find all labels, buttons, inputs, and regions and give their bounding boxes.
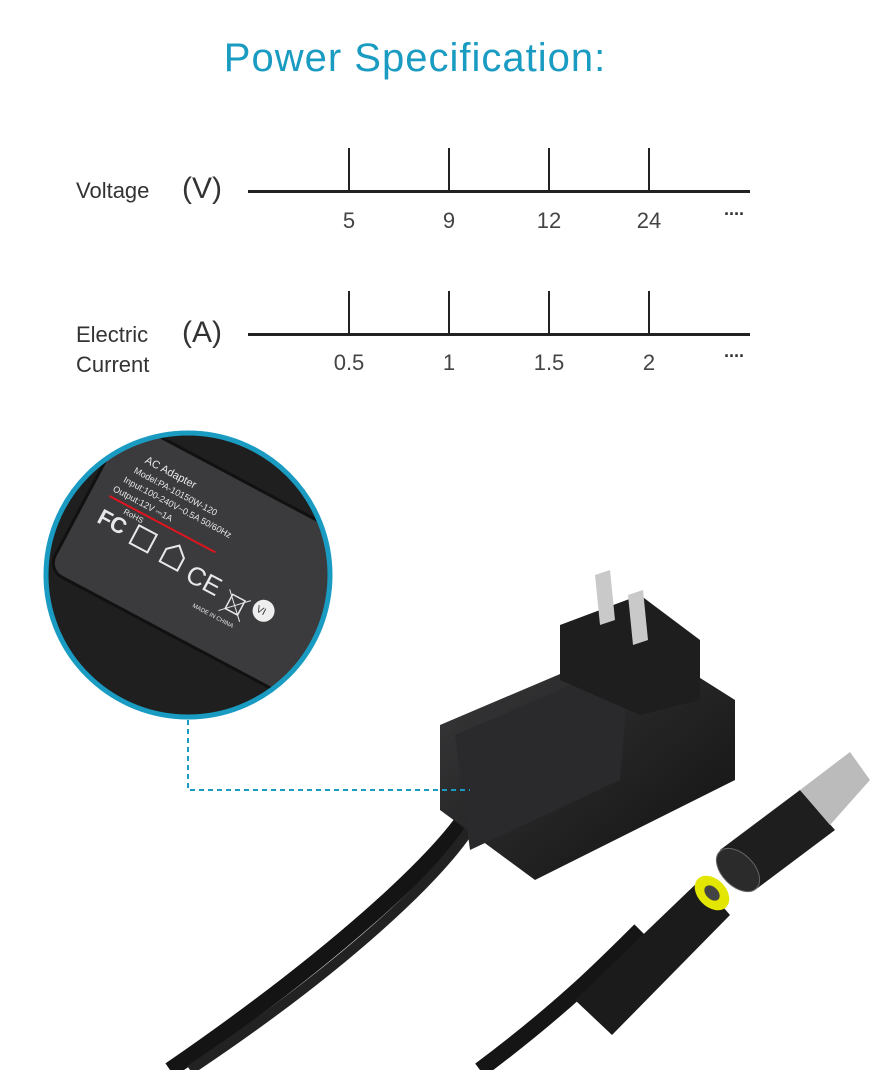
current-tick bbox=[648, 291, 650, 335]
voltage-tick bbox=[548, 148, 550, 192]
plug-base bbox=[560, 595, 700, 715]
current-tick-label: 0.5 bbox=[333, 350, 365, 375]
voltage-tick-label: 5 bbox=[342, 208, 356, 233]
voltage-tick-label: 24 bbox=[636, 208, 662, 233]
dc-plug bbox=[575, 875, 730, 1035]
current-label-line1: Electric bbox=[76, 322, 149, 347]
power-cable bbox=[165, 805, 646, 1070]
prong-left bbox=[595, 570, 615, 625]
current-tick bbox=[548, 291, 550, 335]
callout-line bbox=[187, 720, 470, 791]
double-insulation-icon bbox=[128, 524, 159, 554]
voltage-tick-label: 12 bbox=[536, 208, 562, 233]
voltage-tick bbox=[448, 148, 450, 192]
indoor-use-icon bbox=[158, 544, 186, 572]
current-unit: (A) bbox=[182, 316, 222, 349]
current-tick bbox=[348, 291, 350, 335]
voltage-unit: (V) bbox=[182, 172, 222, 205]
efficiency-level-badge bbox=[252, 599, 275, 622]
current-tick-label: 1.5 bbox=[533, 350, 565, 375]
voltage-tick-label: 9 bbox=[442, 208, 456, 233]
dc-connector bbox=[715, 752, 870, 893]
voltage-label: Voltage bbox=[76, 178, 150, 203]
weee-bin-icon bbox=[218, 589, 252, 622]
page-title: Power Specification: bbox=[223, 36, 607, 80]
voltage-tick bbox=[348, 148, 350, 192]
prong-right bbox=[628, 590, 648, 645]
efficiency-level-text: VI bbox=[254, 604, 268, 618]
adapter-body bbox=[440, 570, 735, 880]
voltage-tick bbox=[648, 148, 650, 192]
current-tick-label: 2 bbox=[642, 350, 656, 375]
current-tick-label: 1 bbox=[442, 350, 456, 375]
voltage-axis bbox=[248, 190, 750, 193]
highlight-underline bbox=[108, 495, 216, 554]
current-axis bbox=[248, 333, 750, 336]
current-more: ···· bbox=[724, 346, 745, 366]
current-label-line2: Current bbox=[76, 352, 150, 377]
label-zoom-circle: AC Adapter Model:PA-10150W-120 Input:100… bbox=[43, 430, 333, 720]
voltage-more: ···· bbox=[724, 204, 745, 224]
current-tick bbox=[448, 291, 450, 335]
